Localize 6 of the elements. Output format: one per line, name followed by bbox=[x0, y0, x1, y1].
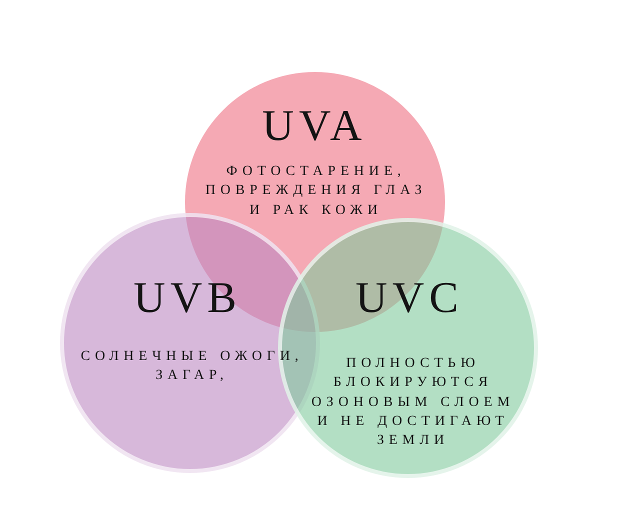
circle-description: ПОЛНОСТЬЮ БЛОКИРУЮТСЯ ОЗОНОВЫМ СЛОЕМ И НЕ ДОСТИГАЮТ ЗЕМЛИ bbox=[310, 355, 516, 450]
circle-description: СОЛНЕЧНЫЕ ОЖОГИ, ЗАГАР, bbox=[80, 348, 304, 386]
circle-title: UVB bbox=[132, 276, 242, 320]
circle-title: UVA bbox=[261, 104, 367, 148]
circle-title: UVC bbox=[354, 276, 464, 320]
circle-description: ФОТОСТАРЕНИЕ, ПОВРЕЖДЕНИЯ ГЛАЗ И РАК КОЖИ bbox=[204, 163, 428, 220]
